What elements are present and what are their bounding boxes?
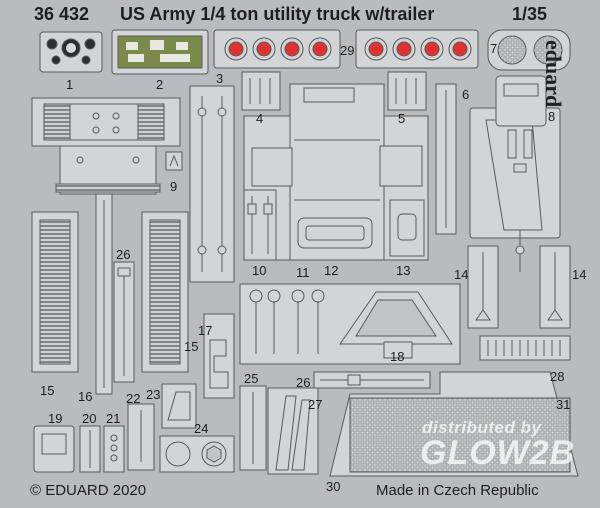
product-title: US Army 1/4 ton utility truck w/trailer — [120, 4, 435, 24]
part-18-frame — [239, 283, 461, 365]
part-number-6: 6 — [462, 87, 470, 102]
part-17-bracket — [203, 313, 235, 399]
part-number-12: 12 — [324, 263, 339, 278]
part-15-ribbed-right — [141, 211, 189, 373]
part-number-28: 28 — [550, 369, 565, 384]
part-31-mesh-floor — [329, 371, 579, 477]
part-19-box — [33, 425, 75, 473]
product-scale: 1/35 — [512, 4, 548, 24]
part-number-10: 10 — [252, 263, 267, 278]
part-5-clips — [387, 71, 427, 111]
part-number-5: 5 — [398, 111, 406, 126]
part-12-seat-frame — [243, 83, 429, 261]
part-3-rods — [189, 85, 235, 283]
part-16-spine — [95, 193, 113, 395]
part-9-small-clip — [165, 151, 183, 171]
part-number-29: 29 — [340, 43, 355, 58]
part-number-31: 31 — [556, 397, 571, 412]
part-number-25: 25 — [244, 371, 259, 386]
part-1-gauge-panel — [39, 31, 103, 73]
part-number-13: 13 — [396, 263, 411, 278]
brand-logo: eduard — [541, 40, 566, 108]
part-6-strip — [435, 83, 457, 235]
part-26-horizontal-bar — [313, 371, 431, 389]
part-number-9: 9 — [170, 179, 178, 194]
part-13-buckle — [389, 199, 425, 257]
part-number-15-right: 15 — [184, 339, 199, 354]
part-number-15-left: 15 — [40, 383, 55, 398]
part-15-ribbed-left — [31, 211, 79, 373]
part-frame-left-top — [31, 97, 181, 195]
part-22-bracket — [127, 403, 155, 471]
part-number-26-horizontal: 26 — [296, 375, 311, 390]
made-in-text: Made in Czech Republic — [376, 482, 539, 499]
part-number-11: 11 — [296, 265, 310, 280]
part-number-2: 2 — [156, 77, 164, 92]
part-23-bracket — [161, 383, 197, 429]
part-number-16: 16 — [78, 389, 93, 404]
part-number-27: 27 — [308, 397, 323, 412]
part-number-30: 30 — [326, 479, 341, 494]
part-number-23: 23 — [146, 387, 161, 402]
watermark-line-2: GLOW2B — [420, 434, 576, 472]
part-24-plates — [159, 435, 235, 473]
copyright-text: © EDUARD 2020 — [30, 482, 147, 499]
part-25-strap — [239, 385, 267, 471]
part-number-18: 18 — [390, 349, 405, 364]
part-10-hinges — [243, 189, 277, 261]
part-number-19: 19 — [48, 411, 63, 426]
part-29-red-lights — [213, 29, 479, 69]
part-8-hood-bracket — [469, 75, 561, 272]
part-20-chain — [79, 425, 101, 473]
part-27-strap — [267, 387, 319, 475]
part-number-1: 1 — [66, 77, 74, 92]
part-number-14-left: 14 — [454, 267, 469, 282]
part-number-22: 22 — [126, 391, 141, 406]
part-number-14-right: 14 — [572, 267, 587, 282]
watermark-line-1: distributed by — [422, 418, 542, 437]
part-number-20: 20 — [82, 411, 97, 426]
distributor-watermark: distributed by GLOW2B — [420, 418, 590, 478]
part-number-3: 3 — [216, 71, 224, 86]
part-14-left-strap — [467, 245, 499, 329]
part-2-olive-placard — [111, 29, 209, 75]
part-number-17: 17 — [198, 323, 213, 338]
part-number-21: 21 — [106, 411, 121, 426]
part-14-right-strap — [539, 245, 571, 329]
part-4-clips — [241, 71, 281, 111]
part-7-headlight-grilles — [487, 29, 571, 71]
part-number-4: 4 — [256, 111, 264, 126]
part-number-8: 8 — [548, 109, 556, 124]
part-28-comb — [479, 335, 571, 361]
part-21-chain — [103, 425, 125, 473]
part-26-vertical-rod — [113, 261, 135, 383]
part-number-7: 7 — [490, 41, 498, 56]
part-number-24: 24 — [194, 421, 209, 436]
product-code: 36 432 — [34, 4, 90, 24]
part-number-26-vertical: 26 — [116, 247, 131, 262]
